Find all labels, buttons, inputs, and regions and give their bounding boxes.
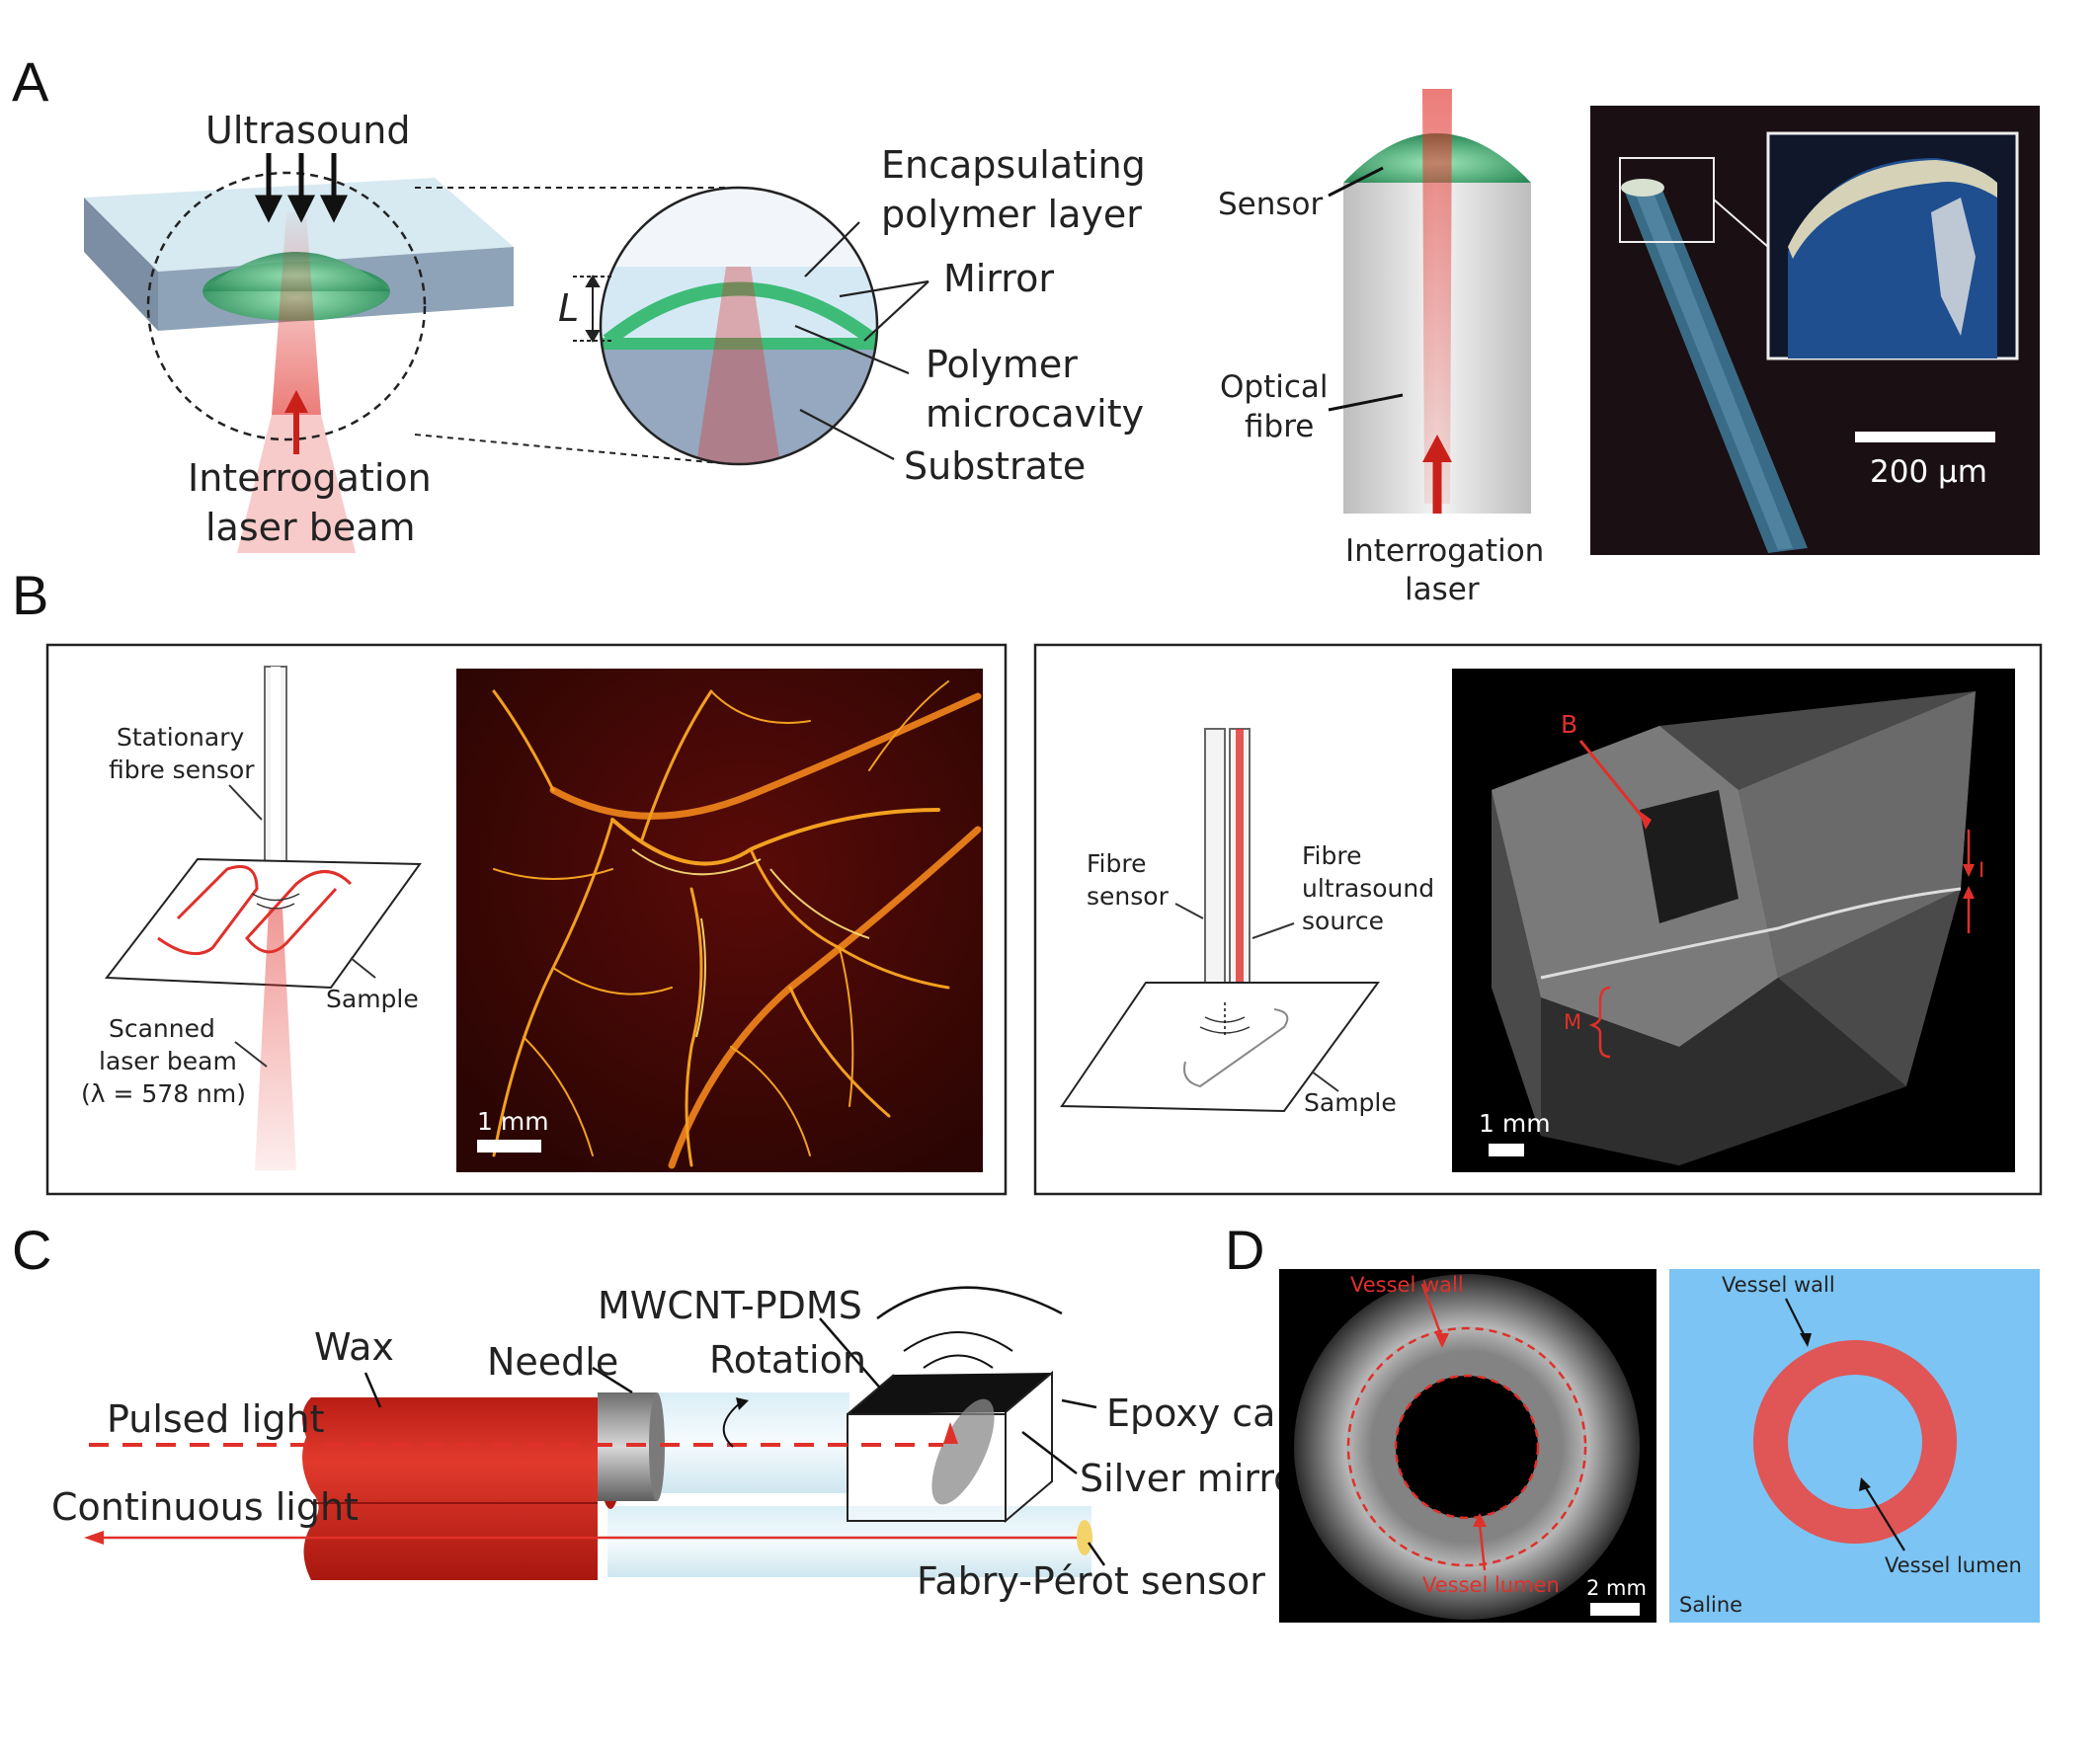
- us-source-line1: Fibre: [1302, 841, 1362, 870]
- marker-i-label: I: [1979, 858, 1984, 882]
- stationary-sensor-line2: fibre sensor: [109, 755, 255, 784]
- stationary-sensor-schematic: [105, 666, 422, 1170]
- zoom-circle: [146, 171, 427, 441]
- planar-laser-beam: [272, 212, 321, 415]
- panel-b-left-frame: [45, 643, 1008, 1196]
- polymer-label-line1: Polymer: [926, 343, 1078, 386]
- marker-b-label: B: [1561, 710, 1577, 739]
- interrogation-laser-line1: Interrogation: [1345, 533, 1544, 569]
- optical-fibre-line1: Optical: [1220, 369, 1329, 405]
- marker-m-label: M: [1564, 1010, 1581, 1034]
- ultrasound-volume-image: [1452, 669, 2015, 1172]
- ivus-scale-label: 2 mm: [1586, 1576, 1647, 1600]
- scanned-beam-line3: (λ = 578 nm): [81, 1079, 246, 1108]
- ivus-image: [1279, 1269, 1656, 1623]
- fibre-sensor-line2: sensor: [1087, 882, 1170, 911]
- polymer-label-line2: microcavity: [926, 392, 1144, 436]
- pulsed-light-label: Pulsed light: [107, 1397, 325, 1441]
- fibre-sensor-line1: Fibre: [1087, 849, 1147, 878]
- silver-mirror-label: Silver mirror: [1080, 1457, 1312, 1500]
- photo-scale-label: 200 µm: [1870, 454, 1987, 490]
- fibre-sensor-illustration: [1343, 89, 1531, 514]
- interrogation-laser-line2: laser: [1405, 572, 1480, 607]
- continuous-light-label: Continuous light: [51, 1485, 359, 1529]
- optical-fibre-line2: fibre: [1245, 409, 1314, 444]
- panel-letter-c: C: [12, 1219, 51, 1281]
- mwcnt-label: MWCNT-PDMS: [598, 1284, 862, 1327]
- ivus-vessel-wall-label: Vessel wall: [1350, 1273, 1464, 1297]
- panel-letter-b: B: [12, 564, 48, 626]
- stationary-sensor-line1: Stationary: [117, 723, 244, 752]
- mirror-label: Mirror: [943, 257, 1054, 300]
- vessel-lumen-area: [1788, 1375, 1922, 1509]
- catheter-probe-diagram: [84, 1286, 1092, 1580]
- volume-scale-bar: [1489, 1144, 1524, 1156]
- photo-scale-bar: [1855, 432, 1995, 442]
- dual-fibre-schematic: [1060, 728, 1380, 1113]
- interrogation-beam-line1: Interrogation: [188, 456, 432, 500]
- schematic-vessel-lumen-label: Vessel lumen: [1885, 1553, 2022, 1577]
- vasculature-image: [456, 669, 983, 1172]
- panel-b-right-frame: [1033, 643, 2043, 1196]
- us-source-line2: ultrasound: [1302, 874, 1434, 903]
- rotation-label: Rotation: [709, 1338, 866, 1382]
- schematic-vessel-wall-label: Vessel wall: [1722, 1273, 1835, 1297]
- saline-label: Saline: [1679, 1593, 1742, 1617]
- volume-scale-label: 1 mm: [1479, 1109, 1551, 1138]
- panel-letter-a: A: [12, 50, 49, 113]
- interrogation-beam-line2: laser beam: [205, 506, 416, 549]
- ivus-vessel-lumen-label: Vessel lumen: [1422, 1573, 1560, 1597]
- sample-right-label: Sample: [1304, 1088, 1397, 1117]
- substrate-label: Substrate: [904, 444, 1086, 488]
- fabry-perot-label: Fabry-Pérot sensor: [917, 1559, 1265, 1603]
- epoxy-cap-label: Epoxy cap: [1106, 1391, 1300, 1435]
- needle-label: Needle: [487, 1340, 618, 1384]
- us-source-line3: source: [1302, 907, 1384, 935]
- microcavity-cross-section: [599, 186, 879, 466]
- fibre-photo: [1590, 106, 2040, 555]
- ultrasound-arrows: [254, 153, 349, 223]
- scanned-beam-line2: laser beam: [99, 1047, 237, 1075]
- encapsulating-label-line2: polymer layer: [881, 193, 1142, 236]
- cavity-length-marker: [573, 275, 612, 343]
- cavity-length-label: L: [558, 286, 579, 330]
- encapsulating-label-line1: Encapsulating: [881, 143, 1146, 187]
- sensor-label: Sensor: [1218, 187, 1324, 222]
- ivus-scale-bar: [1590, 1603, 1640, 1616]
- wax-label: Wax: [314, 1325, 394, 1369]
- sample-left-label: Sample: [326, 985, 419, 1013]
- ultrasound-label: Ultrasound: [205, 109, 411, 152]
- panel-letter-d: D: [1225, 1219, 1264, 1281]
- scanned-beam-line1: Scanned: [109, 1014, 215, 1043]
- vasculature-scale-bar: [477, 1140, 541, 1153]
- vasculature-scale-label: 1 mm: [477, 1107, 549, 1136]
- interrogation-arrow: [284, 390, 308, 454]
- vessel-schematic: [1669, 1269, 2040, 1623]
